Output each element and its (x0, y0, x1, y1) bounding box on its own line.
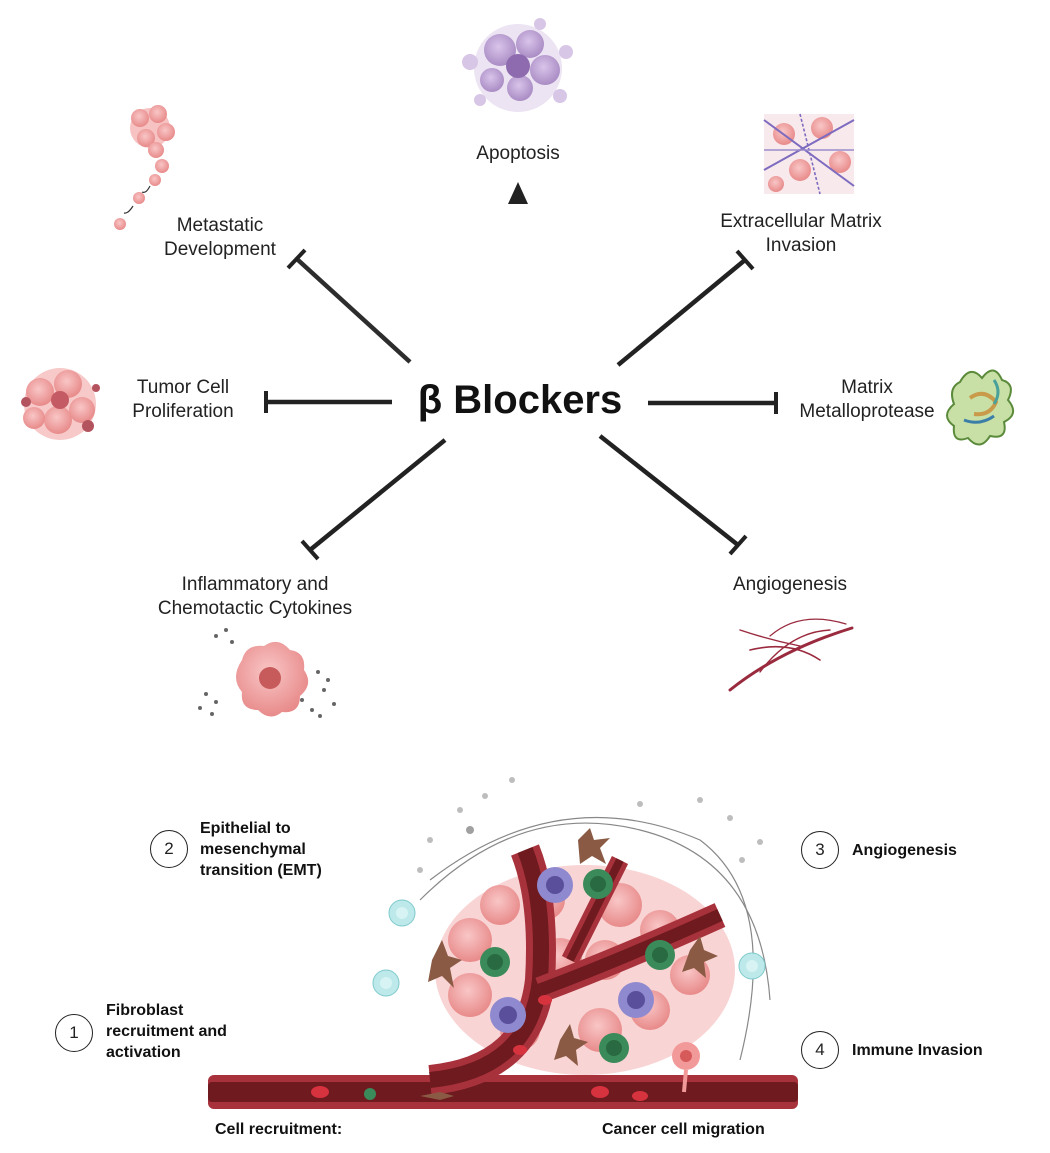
step-1-line1: Fibroblast (106, 1002, 184, 1019)
footer-cell-recruitment: Cell recruitment: (215, 1121, 343, 1138)
metastatic-line2: Development (164, 239, 276, 260)
inhibit-ecm (616, 249, 755, 367)
inhibit-mmp (648, 392, 778, 414)
angiogenesis-vessel-icon (728, 618, 854, 692)
inhibit-metastatic (286, 248, 412, 364)
step-1-line3: activation (106, 1044, 181, 1061)
label-metastatic: Metastatic Development (140, 214, 300, 262)
apoptosis-text: Apoptosis (476, 143, 560, 164)
cytokine-cell-icon (198, 628, 336, 718)
step-3-label: Angiogenesis (852, 840, 957, 861)
tumor-line1: Tumor Cell (136, 377, 230, 398)
step-1-line2: recruitment and (106, 1023, 227, 1040)
step-3-line1: Angiogenesis (852, 842, 957, 859)
label-apoptosis: Apoptosis (448, 142, 588, 166)
mmp-protein-icon (946, 369, 1015, 446)
cytokines-line2: Chemotactic Cytokines (157, 598, 353, 619)
label-cytokines: Inflammatory and Chemotactic Cytokines (140, 573, 370, 621)
tumor-cells-icon (21, 368, 100, 440)
step-2-line1: Epithelial to (200, 820, 291, 837)
metastatic-cluster-icon (114, 105, 175, 230)
ecm-matrix-icon (763, 113, 855, 195)
label-tumor: Tumor Cell Proliferation (108, 376, 258, 424)
ecm-line1: Extracellular Matrix (720, 211, 882, 232)
step-1-label: Fibroblast recruitment and activation (106, 1000, 227, 1063)
step-2-line2: mesenchymal (200, 841, 306, 858)
inhibit-tumor (264, 391, 392, 413)
label-ecm: Extracellular Matrix Invasion (696, 210, 906, 258)
arrow-apoptosis (508, 182, 528, 360)
step-4-line1: Immune Invasion (852, 1042, 983, 1059)
mmp-line1: Matrix (841, 377, 893, 398)
metastatic-line1: Metastatic (176, 215, 264, 236)
tumor-microenvironment (208, 777, 798, 1109)
footer-cancer-migration: Cancer cell migration (602, 1121, 765, 1138)
label-angiogenesis: Angiogenesis (720, 573, 860, 597)
inhibit-cytokines (300, 438, 447, 561)
ecm-line2: Invasion (765, 235, 837, 256)
inhibit-angiogenesis (598, 434, 748, 556)
step-4-label: Immune Invasion (852, 1040, 983, 1061)
step-1-number: 1 (55, 1014, 93, 1052)
tumor-line2: Proliferation (132, 401, 234, 422)
label-mmp: Matrix Metalloprotease (782, 376, 952, 424)
beta-blockers-title: β Blockers (417, 378, 623, 422)
step-3-number: 3 (801, 831, 839, 869)
mmp-line2: Metalloprotease (799, 401, 935, 422)
step-4-number: 4 (801, 1031, 839, 1069)
step-2-line3: transition (EMT) (200, 862, 322, 879)
apoptosis-cell-icon (462, 18, 573, 112)
cytokines-line1: Inflammatory and (181, 574, 329, 595)
step-2-label: Epithelial to mesenchymal transition (EM… (200, 818, 322, 881)
angiogenesis-text: Angiogenesis (732, 574, 848, 595)
step-2-number: 2 (150, 830, 188, 868)
